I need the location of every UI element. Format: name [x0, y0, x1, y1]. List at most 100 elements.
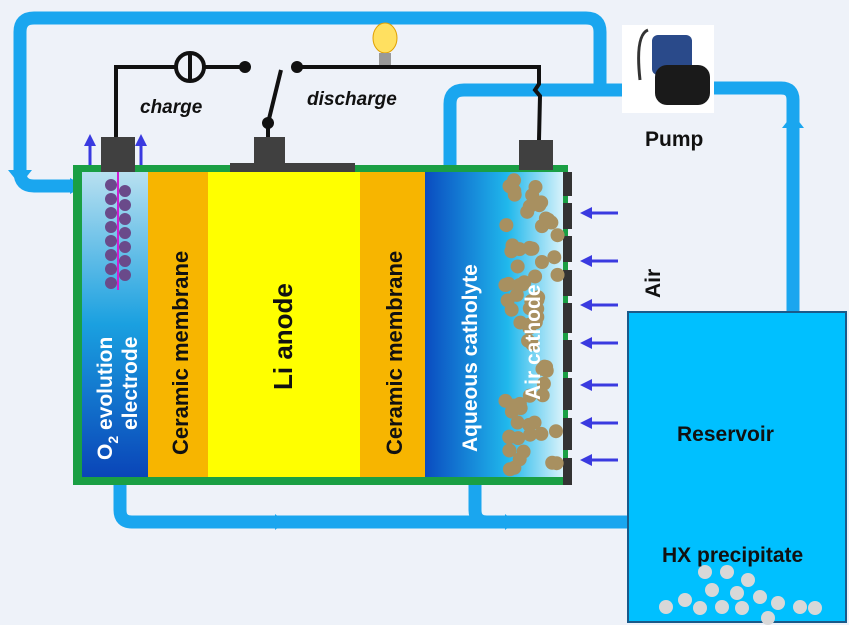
hx-particle [720, 565, 734, 579]
air-label: Air [642, 269, 665, 298]
o2-bubble [119, 269, 131, 281]
catalyst-particle [523, 427, 538, 442]
catalyst-particle [522, 388, 537, 403]
hx-particle [715, 600, 729, 614]
o2-bubble [119, 227, 131, 239]
precipitate-label: HX precipitate [662, 544, 803, 567]
terminal-right [519, 140, 553, 170]
catalyst-particle [541, 212, 556, 227]
catholyte-label: Aqueous catholyte [459, 264, 482, 452]
reservoir-tank [627, 311, 847, 623]
hx-particle [808, 601, 822, 615]
ceramic-membrane-left-label: Ceramic membrane [168, 251, 193, 455]
hx-particle [659, 600, 673, 614]
air-inflow-arrows [84, 134, 618, 466]
ceramic-membrane-right [360, 172, 425, 477]
catalyst-particle [525, 188, 540, 203]
o2-bubble [105, 207, 117, 219]
hx-particle [753, 590, 767, 604]
catalyst-particle [534, 426, 549, 441]
hx-particle [771, 596, 785, 610]
hx-particle [735, 601, 749, 615]
o2-bubbles [105, 179, 131, 289]
air-cathode-particles [498, 173, 565, 477]
catalyst-particle [502, 462, 517, 477]
o2-electrode-label-line2: electrode [119, 337, 142, 430]
catalyst-particle [528, 269, 543, 284]
catalyst-particle [510, 415, 525, 430]
catalyst-particle [499, 218, 514, 233]
catalyst-particle [498, 393, 513, 408]
catalyst-particle [521, 333, 536, 348]
catalyst-particle [534, 255, 549, 270]
charge-label: charge [140, 97, 203, 118]
o2-bubble [105, 249, 117, 261]
catalyst-particle [535, 388, 550, 403]
discharge-label: discharge [307, 89, 397, 110]
catalyst-particle [520, 204, 535, 219]
catalyst-particle [530, 309, 545, 324]
hx-precipitate-particles [659, 565, 822, 625]
catalyst-particle [545, 455, 560, 470]
catalyst-particle [547, 250, 562, 265]
catalyst-particle [510, 259, 525, 274]
hx-particle [693, 601, 707, 615]
terminal-anode [254, 137, 285, 165]
catalyst-particle [536, 376, 551, 391]
o2-bubble [105, 193, 117, 205]
light-bulb-icon [372, 22, 398, 65]
air-cathode-mesh [563, 172, 572, 485]
o2-electrode-label-line1: O2 evolution [94, 337, 121, 460]
pump-image [622, 25, 714, 113]
catalyst-particle [502, 443, 517, 458]
pipe-reservoir-to-pump [705, 81, 800, 312]
o2-bubble [119, 185, 131, 197]
o2-bubble [119, 213, 131, 225]
hx-particle [793, 600, 807, 614]
o2-bubble [105, 263, 117, 275]
catalyst-particle [512, 277, 527, 292]
pipes [13, 11, 800, 529]
ceramic-membrane-right-label: Ceramic membrane [382, 251, 407, 455]
hx-particle [730, 586, 744, 600]
terminal-left [101, 137, 135, 172]
reservoir-label: Reservoir [677, 423, 774, 446]
catalyst-particle [532, 198, 547, 213]
circuit [101, 22, 553, 172]
catalyst-particle [550, 228, 565, 243]
power-source-icon [174, 51, 206, 83]
catalyst-particle [516, 444, 531, 459]
pipe-top-loop [13, 11, 640, 193]
cell [73, 163, 572, 485]
catalyst-particle [513, 315, 528, 330]
hx-particle [678, 593, 692, 607]
li-anode [208, 172, 360, 477]
catalyst-particle [548, 424, 563, 439]
o2-bubble [105, 221, 117, 233]
air-cathode-label: Air cathode [522, 284, 545, 400]
pipe-to-catholyte [443, 83, 640, 178]
catalyst-particle [550, 267, 565, 282]
catalyst-particle [504, 404, 519, 419]
o2-bubble [119, 241, 131, 253]
hx-particle [741, 573, 755, 587]
hx-particle [705, 583, 719, 597]
catalyst-particle [512, 242, 527, 257]
pump-label: Pump [645, 128, 703, 151]
catalyst-particle [523, 241, 538, 256]
o2-bubble [105, 235, 117, 247]
ceramic-membrane-left [148, 172, 208, 477]
pipe-catholyte-return [468, 480, 488, 529]
catalyst-particle [501, 276, 516, 291]
o2-bubble [105, 277, 117, 289]
catalyst-particle [502, 430, 517, 445]
hx-particle [698, 565, 712, 579]
o2-bubble [105, 179, 117, 191]
o2-bubble [119, 199, 131, 211]
catalyst-particle [537, 359, 552, 374]
hx-particle [761, 611, 775, 625]
o2-bubble [119, 255, 131, 267]
catalyst-particle [527, 415, 542, 430]
